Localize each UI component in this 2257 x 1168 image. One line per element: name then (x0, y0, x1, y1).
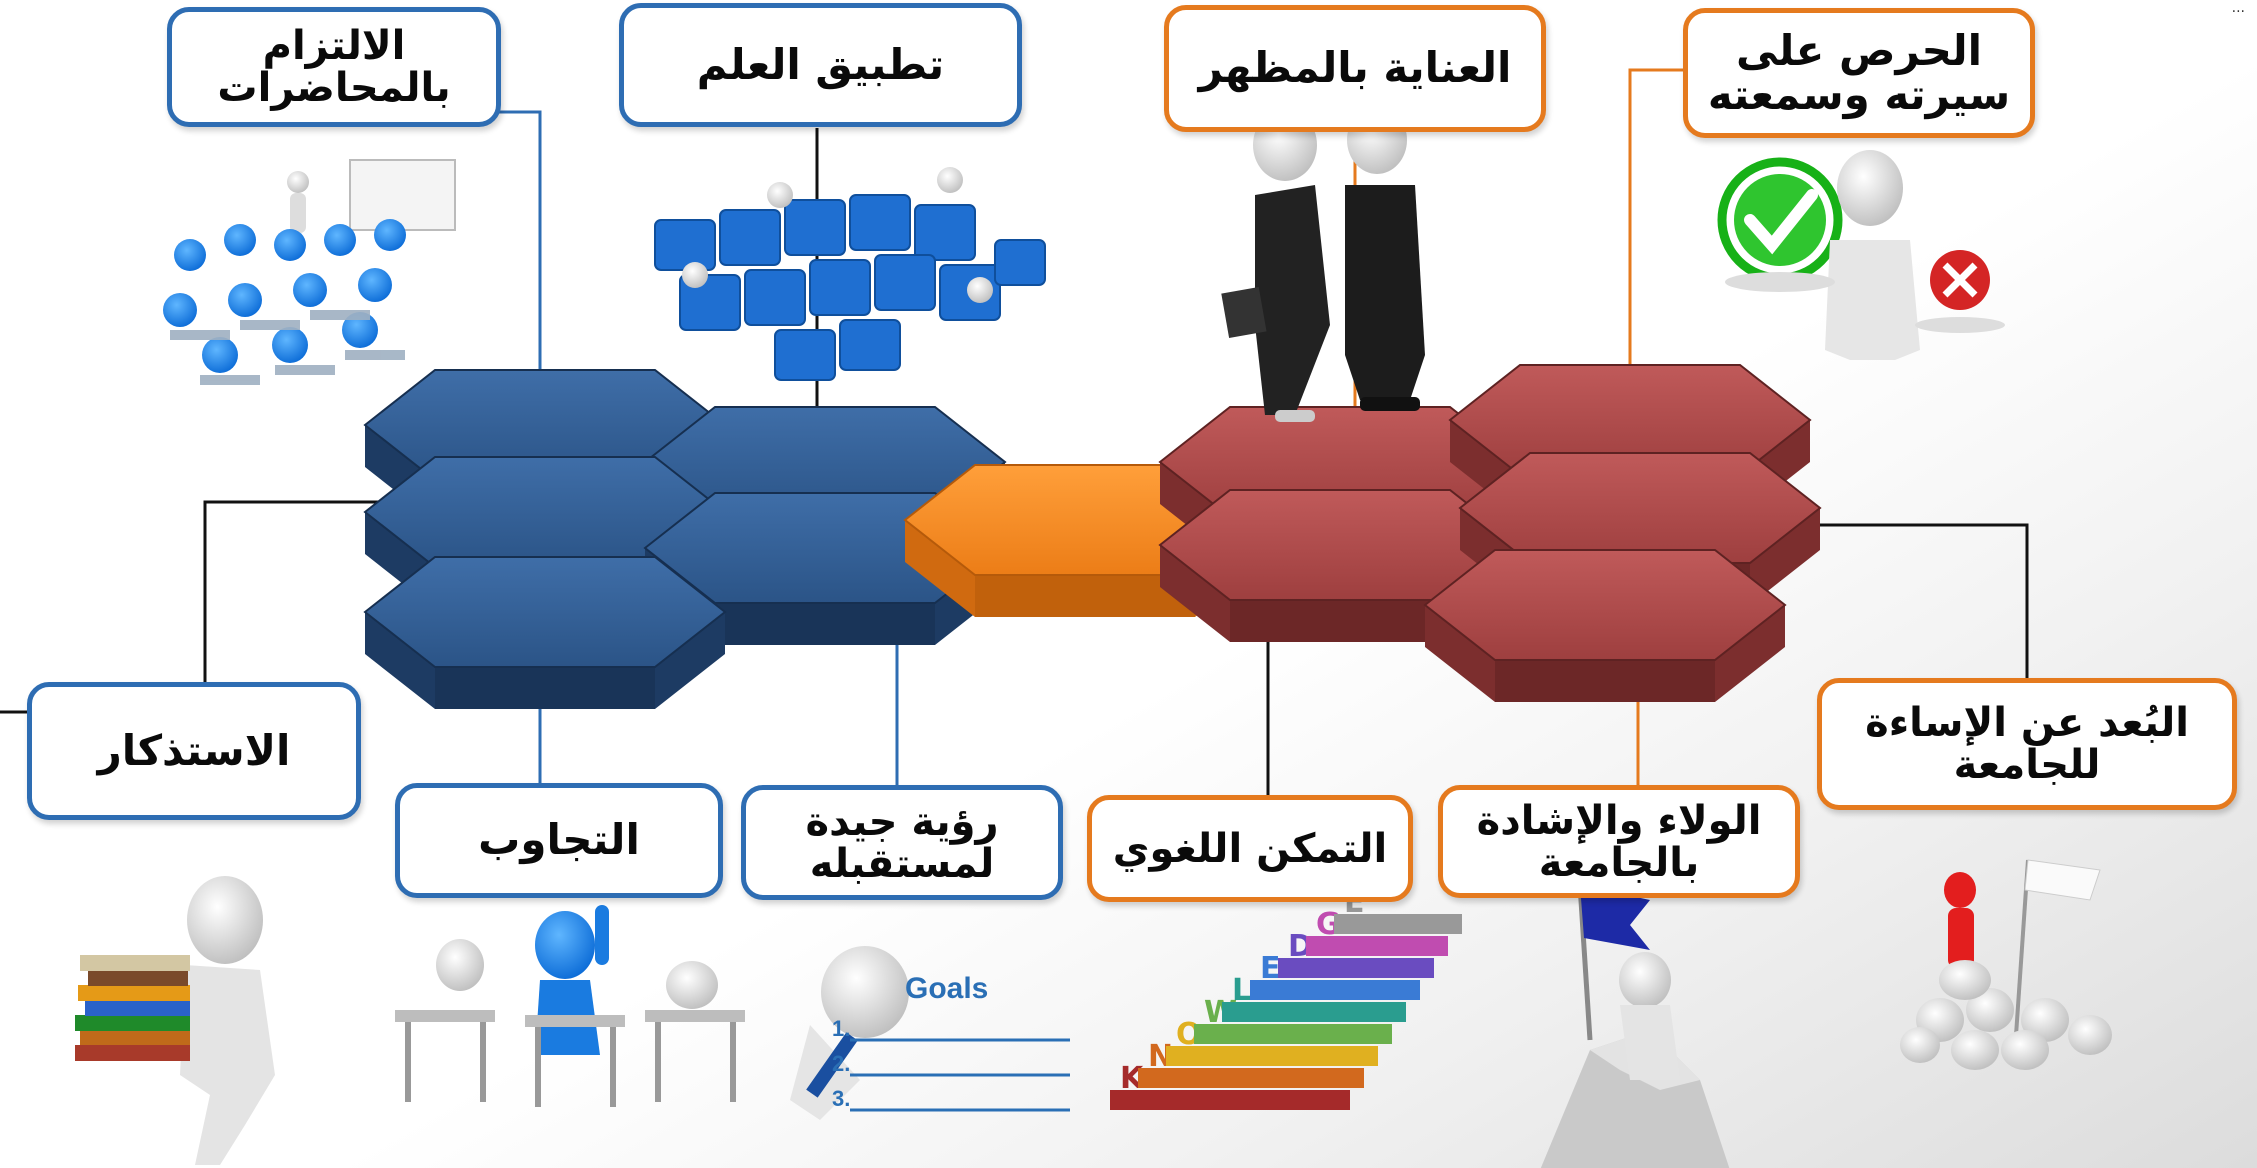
label-language-text: التمكن اللغوي (1112, 825, 1388, 872)
label-commitment: الالتزام بالمحاضرات (167, 7, 501, 127)
label-study-text: الاستذكار (97, 725, 291, 775)
knowledge-step (1306, 936, 1448, 956)
label-loyalty: الولاء والإشادة بالجامعة (1438, 785, 1800, 898)
goals-illustration (790, 946, 1070, 1120)
puzzle-illustration (654, 167, 1046, 381)
students-illustration (395, 905, 745, 1107)
label-avoid-harm: البُعد عن الإساءة للجامعة (1817, 678, 2237, 810)
label-commitment-text: الالتزام بالمحاضرات (217, 23, 451, 111)
hexagon-blue-5 (363, 556, 727, 709)
knowledge-step (1166, 1046, 1378, 1066)
label-apply-science: تطبيق العلم (619, 3, 1022, 127)
knowledge-step (1334, 914, 1462, 934)
connector-avoid-harm (1770, 523, 2029, 680)
label-study: الاستذكار (27, 682, 361, 820)
choice-illustration (1717, 150, 2005, 360)
connector-reputation (1628, 68, 1683, 462)
knowledge-step (1222, 1002, 1406, 1022)
label-interaction-text: التجاوب (478, 815, 640, 865)
label-appearance: العناية بالمظهر (1164, 5, 1546, 132)
label-reputation-text: الحرص على سيرته وسمعته (1707, 25, 2011, 119)
knowledge-step (1278, 958, 1434, 978)
couple-illustration (1221, 106, 1425, 422)
knowledge-step (1110, 1090, 1350, 1110)
label-reputation: الحرص على سيرته وسمعته (1683, 8, 2035, 138)
connector-commitment (498, 110, 542, 385)
classroom-illustration (163, 159, 456, 385)
label-interaction: التجاوب (395, 783, 723, 898)
hexagon-red-11 (1423, 549, 1787, 702)
label-vision: رؤية جيدة لمستقبله (741, 785, 1063, 900)
label-vision-text: رؤية جيدة لمستقبله (805, 798, 999, 887)
mountain-flag-illustration (1540, 884, 1730, 1168)
label-loyalty-text: الولاء والإشادة بالجامعة (1476, 797, 1762, 886)
label-language: التمكن اللغوي (1087, 795, 1413, 902)
hexagon-cluster (363, 364, 1822, 709)
goals-item-1: 1. (832, 1016, 850, 1041)
book-carrier-illustration (75, 876, 275, 1165)
knowledge-step (1194, 1024, 1392, 1044)
goals-item-3: 3. (832, 1086, 850, 1111)
connector-study (203, 500, 400, 682)
goals-title: Goals (905, 972, 988, 1005)
knowledge-step (1250, 980, 1420, 1000)
label-appearance-text: العناية بالمظهر (1198, 43, 1512, 93)
knowledge-step (1138, 1068, 1364, 1088)
goals-item-2: 2. (832, 1051, 850, 1076)
knowledge-letter: L (1232, 973, 1251, 1008)
knowledge-letter: E (1260, 951, 1281, 986)
leader-illustration (1900, 859, 2112, 1070)
label-avoid-harm-text: البُعد عن الإساءة للجامعة (1865, 700, 2189, 788)
corner-mark: ... (2231, 0, 2245, 16)
label-apply-science-text: تطبيق العلم (696, 39, 945, 89)
